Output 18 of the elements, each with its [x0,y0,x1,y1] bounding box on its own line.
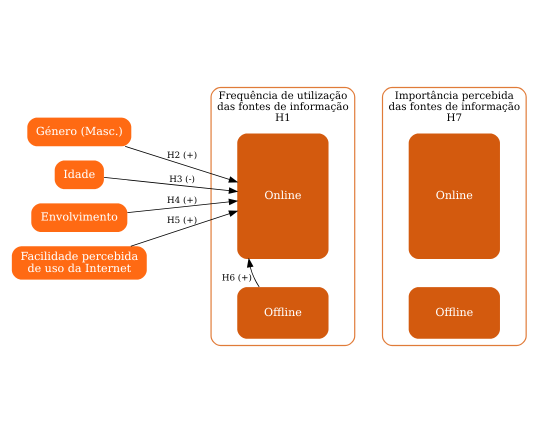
arrow [127,198,238,214]
arrow [104,176,238,194]
node-box: Género (Masc.) [27,118,132,146]
node-box: Idade [54,160,104,190]
node-box: Online [408,134,500,259]
node-box: Envolvimento [31,203,128,232]
node-box: Offline [408,287,500,339]
arrow [246,258,260,288]
edge-label: H6 (+) [222,274,252,284]
node-box: Offline [237,287,329,339]
edge-label: H2 (+) [167,151,198,162]
arrow [124,146,238,183]
edge-label: H4 (+) [167,196,198,206]
edge-label: H3 (-) [169,174,195,185]
arrow [130,210,238,247]
node-box: Facilidade percebida de uso da Internet [12,246,147,280]
edge-label: H5 (+) [167,216,198,226]
node-box: Online [237,134,329,259]
